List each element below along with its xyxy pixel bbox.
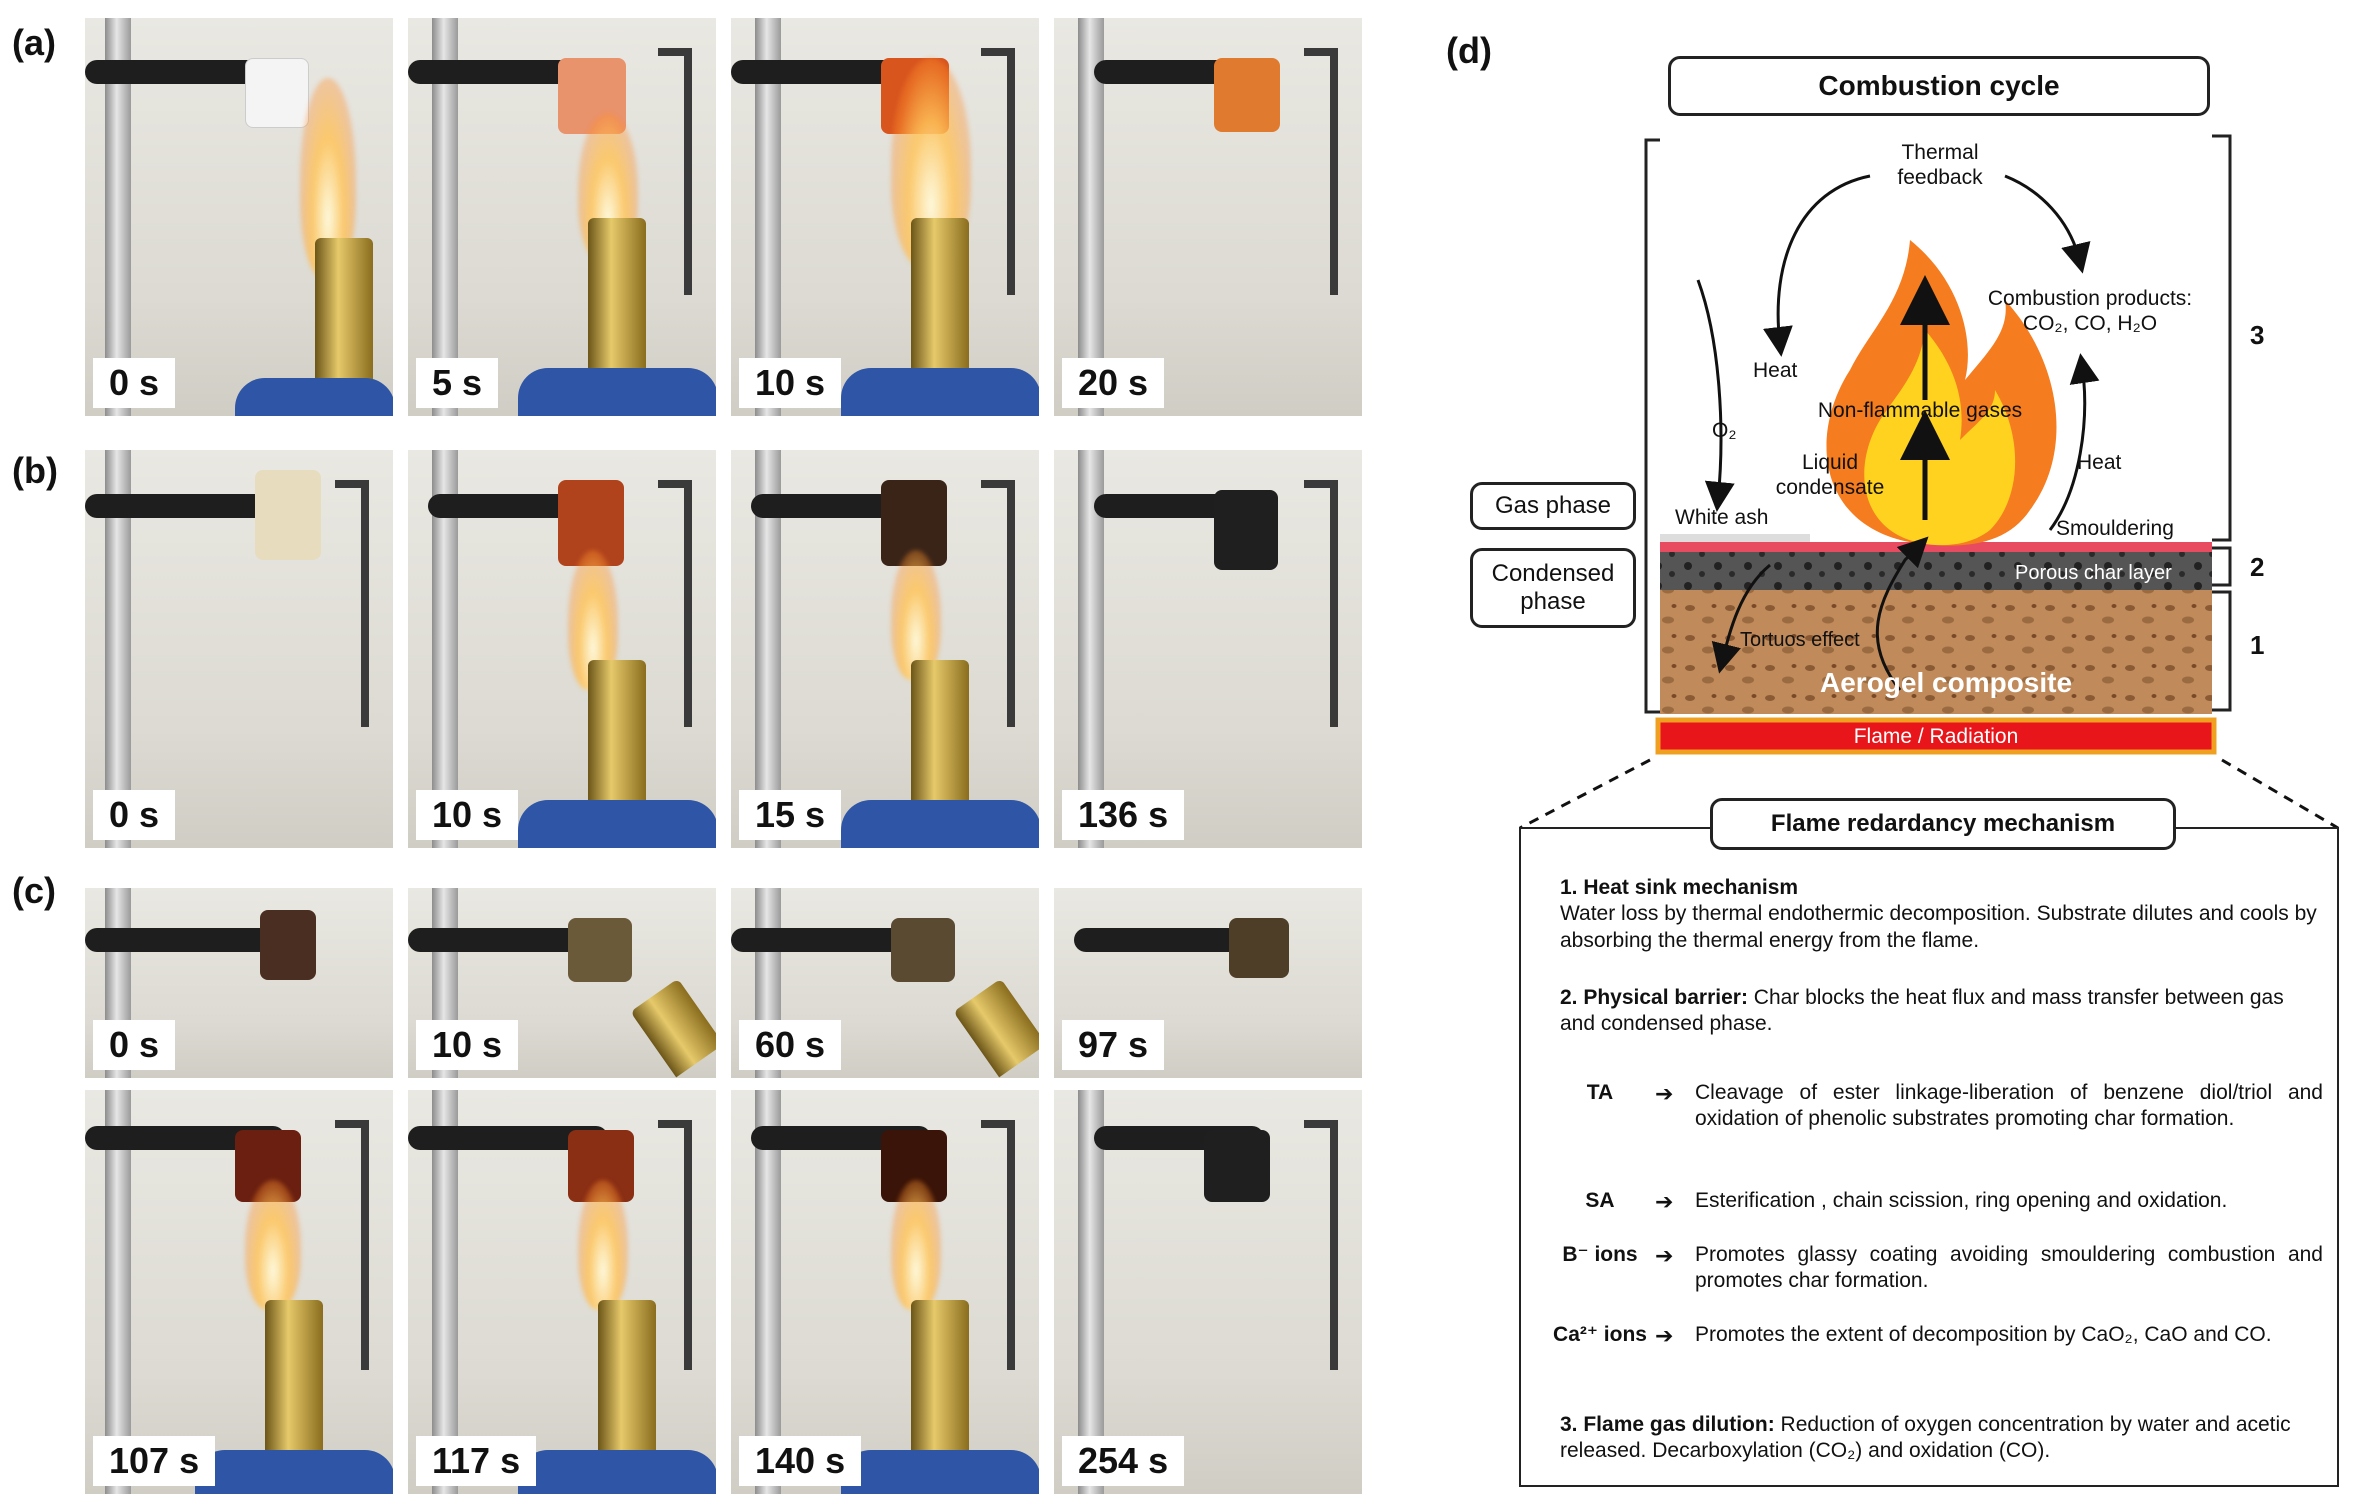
label-heat-right: Heat — [2077, 451, 2122, 474]
arrow-thermal-left — [1763, 174, 1871, 357]
ion-row-sa: SA ➔ Esterification , chain scission, ri… — [1585, 1189, 2228, 1214]
photo-b-3: 15 s — [731, 450, 1039, 848]
smoulder-layer — [1660, 542, 2212, 552]
label-heat-left: Heat — [1753, 359, 1798, 382]
mechanism-heat-sink: 1. Heat sink mechanism Water loss by the… — [1560, 876, 2317, 952]
timestamp: 0 s — [93, 790, 176, 840]
arrow-o2 — [1696, 279, 1735, 512]
timestamp: 10 s — [416, 1020, 519, 1070]
timestamp: 10 s — [739, 358, 842, 408]
zoom-line-left — [1519, 758, 1651, 830]
photo-a-4: 20 s — [1054, 18, 1362, 416]
timestamp: 107 s — [93, 1436, 216, 1486]
timestamp: 15 s — [739, 790, 842, 840]
photo-c-7: 140 s — [731, 1090, 1039, 1494]
timestamp: 20 s — [1062, 358, 1165, 408]
combustion-cycle-title: Combustion cycle — [1668, 56, 2210, 116]
ion-row-b: B⁻ ions ➔ Promotes glassy coating avoidi… — [1562, 1243, 2323, 1293]
bracket-2 — [2212, 546, 2232, 587]
mechanism-title: Flame redardancy mechanism — [1710, 798, 2176, 850]
label-num-3: 3 — [2250, 320, 2265, 350]
label-non-flammable: Non-flammable gases — [1817, 399, 2023, 422]
photo-b-4: 136 s — [1054, 450, 1362, 848]
bracket-left — [1644, 138, 1660, 714]
photo-b-2: 10 s — [408, 450, 716, 848]
arrow-heat-right — [2048, 353, 2100, 531]
ion-row-ta: TA ➔ Cleavage of ester linkage-liberatio… — [1586, 1081, 2323, 1131]
label-num-2: 2 — [2250, 552, 2265, 582]
photo-c-1: 0 s — [85, 888, 393, 1078]
label-flame-radiation: Flame / Radiation — [1853, 725, 2019, 748]
timestamp: 0 s — [93, 1020, 176, 1070]
panel-label-a: (a) — [12, 22, 56, 63]
photo-c-3: 60 s — [731, 888, 1039, 1078]
photo-c-2: 10 s — [408, 888, 716, 1078]
photo-c-4: 97 s — [1054, 888, 1362, 1078]
photo-c-6: 117 s — [408, 1090, 716, 1494]
bracket-3 — [2212, 134, 2232, 542]
label-liquid-condensate: Liquid condensate — [1775, 451, 1885, 500]
label-num-1: 1 — [2250, 630, 2265, 660]
photo-c-8: 254 s — [1054, 1090, 1362, 1494]
label-smouldering: Smouldering — [2056, 517, 2174, 540]
label-thermal-feedback: Thermal feedback — [1897, 141, 1983, 190]
photo-c-5: 107 s — [85, 1090, 393, 1494]
zoom-line-right — [2221, 758, 2339, 830]
gas-phase-box: Gas phase — [1470, 482, 1636, 530]
timestamp: 136 s — [1062, 790, 1185, 840]
flame-inner — [1864, 330, 2016, 546]
photo-b-1: 0 s — [85, 450, 393, 848]
photo-a-1: 0 s — [85, 18, 393, 416]
label-white-ash: White ash — [1675, 506, 1769, 529]
timestamp: 97 s — [1062, 1020, 1165, 1070]
timestamp: 5 s — [416, 358, 499, 408]
photo-a-2: 5 s — [408, 18, 716, 416]
timestamp: 0 s — [93, 358, 176, 408]
panel-label-d: (d) — [1446, 30, 1492, 71]
ash-layer — [1660, 534, 1810, 542]
label-porous-char: Porous char layer — [2015, 562, 2172, 584]
label-combustion-products: Combustion products: CO₂, CO, H₂O — [1987, 287, 2193, 336]
bracket-1 — [2212, 590, 2232, 712]
timestamp: 10 s — [416, 790, 519, 840]
label-aerogel: Aerogel composite — [1820, 667, 2073, 698]
condensed-phase-box: Condensed phase — [1470, 548, 1636, 628]
photo-a-3: 10 s — [731, 18, 1039, 416]
label-o2: O₂ — [1712, 419, 1737, 442]
timestamp: 140 s — [739, 1436, 862, 1486]
arrow-thermal-right — [2004, 174, 2091, 274]
timestamp: 117 s — [416, 1436, 537, 1486]
ion-row-ca: Ca²⁺ ions ➔ Promotes the extent of decom… — [1553, 1323, 2272, 1348]
timestamp: 60 s — [739, 1020, 842, 1070]
mechanism-physical-barrier: 2. Physical barrier: Char blocks the hea… — [1560, 986, 2284, 1036]
timestamp: 254 s — [1062, 1436, 1185, 1486]
panel-label-c: (c) — [12, 870, 56, 911]
label-tortuos: Tortuos effect — [1740, 629, 1860, 651]
mechanism-gas-dilution: 3. Flame gas dilution: Reduction of oxyg… — [1560, 1413, 2291, 1463]
panel-label-b: (b) — [12, 450, 58, 491]
